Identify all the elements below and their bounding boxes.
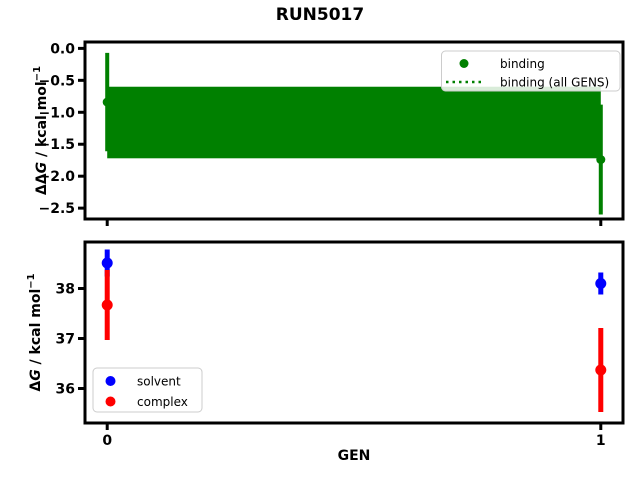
top-legend-label-1: binding (all GENS) xyxy=(500,76,609,90)
solvent-point-gen0 xyxy=(101,257,113,269)
top-y-axis-label: ΔΔG / kcal mol−1 xyxy=(32,66,50,195)
bottom-legend-label-0: solvent xyxy=(137,375,181,389)
top-ytick-label-1: −0.5 xyxy=(38,73,75,89)
bottom-ytick-label-0: 36 xyxy=(56,382,75,398)
legend-dot-icon xyxy=(105,396,116,407)
bottom-ytick-label-1: 37 xyxy=(56,332,75,348)
top-ytick-label-5: −2.5 xyxy=(38,201,75,217)
legend-dot-icon xyxy=(459,59,469,68)
x-axis-label: GEN xyxy=(338,448,371,464)
bottom-xtick-label-0: 0 xyxy=(102,433,112,449)
top-ytick-label-4: −2.0 xyxy=(38,169,75,185)
panel-top: 0.0 −0.5 −1.0 −1.5 −2.0 −2.5 ΔΔG / kcal mol−1 b… xyxy=(32,40,625,226)
top-ytick-label-3: −1.5 xyxy=(38,137,75,153)
legend-dot-icon xyxy=(105,376,116,386)
bottom-y-axis-label: ΔG / kcal mol−1 xyxy=(26,273,44,391)
bottom-legend-box xyxy=(92,367,203,413)
bottom-legend-label-1: complex xyxy=(137,395,188,409)
figure-title: RUN5017 xyxy=(276,5,364,25)
complex-point-gen0 xyxy=(101,299,113,311)
binding-point-gen1 xyxy=(596,155,606,165)
top-legend-label-0: binding xyxy=(500,57,545,71)
top-legend: binding binding (all GENS) xyxy=(441,50,621,92)
top-axes-frame xyxy=(83,40,625,221)
bottom-legend: solvent complex xyxy=(92,367,203,413)
complex-point-gen1 xyxy=(595,364,607,376)
top-ytick-label-0: 0.0 xyxy=(50,41,75,57)
top-ytick-label-2: −1.0 xyxy=(38,105,75,121)
top-legend-box xyxy=(441,50,621,92)
bottom-xtick-label-1: 1 xyxy=(596,433,606,449)
solvent-point-gen1 xyxy=(595,278,607,289)
binding-point-gen0 xyxy=(102,97,112,107)
bottom-ytick-label-2: 38 xyxy=(56,282,75,298)
bottom-axes-frame xyxy=(83,240,625,425)
binding-band xyxy=(107,86,601,159)
